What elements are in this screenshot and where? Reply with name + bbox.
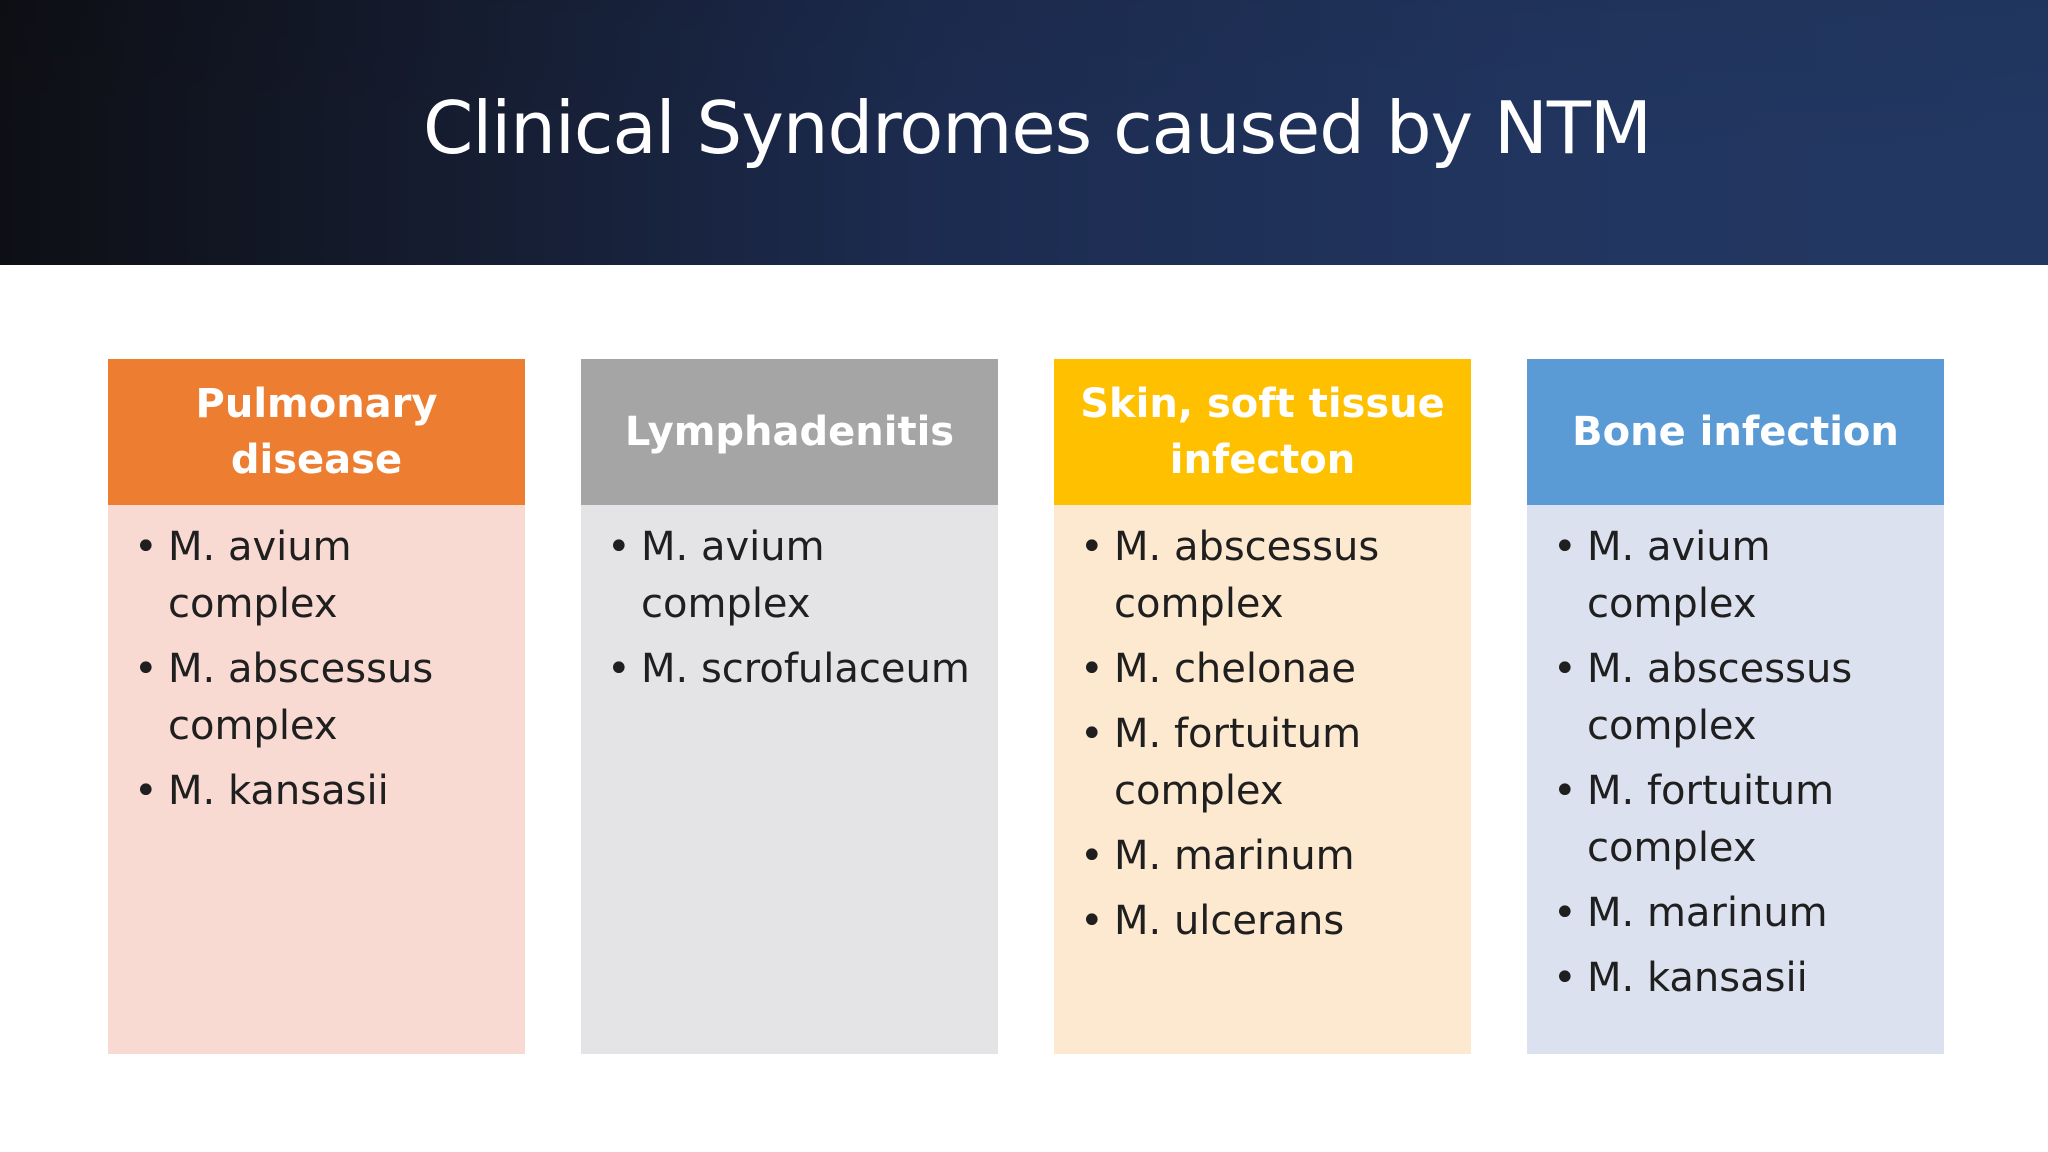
list-item-text: M. kansasii (168, 768, 389, 814)
list-item: •M. fortuitum complex (1078, 706, 1451, 820)
column-lymphadenitis: Lymphadenitis •M. avium complex •M. scro… (581, 359, 998, 1054)
list-item-text: M. abscessus complex (1587, 646, 1853, 749)
bullet-icon: • (1553, 955, 1577, 1001)
list-item-text: M. marinum (1587, 890, 1828, 936)
list-item-text: M. avium complex (168, 524, 352, 627)
bullet-icon: • (607, 524, 631, 570)
list-item-text: M. abscessus complex (1114, 524, 1380, 627)
bullet-icon: • (1080, 524, 1104, 570)
list-item: •M. avium complex (605, 519, 978, 633)
list-item-text: M. abscessus complex (168, 646, 434, 749)
list-item: •M. marinum (1551, 885, 1924, 942)
column-header: Pulmonary disease (108, 359, 525, 505)
list-item: •M. kansasii (1551, 950, 1924, 1007)
list-item: •M. fortuitum complex (1551, 763, 1924, 877)
bullet-list: •M. avium complex •M. scrofulaceum (605, 519, 978, 698)
list-item: •M. marinum (1078, 828, 1451, 885)
list-item: •M. abscessus complex (1551, 641, 1924, 755)
bullet-icon: • (1553, 524, 1577, 570)
column-bone-infection: Bone infection •M. avium complex •M. abs… (1527, 359, 1944, 1054)
column-body: •M. avium complex •M. abscessus complex … (108, 505, 525, 1054)
list-item: •M. chelonae (1078, 641, 1451, 698)
list-item-text: M. fortuitum complex (1114, 711, 1362, 814)
column-body: •M. avium complex •M. scrofulaceum (581, 505, 998, 1054)
column-header: Bone infection (1527, 359, 1944, 505)
bullet-icon: • (607, 646, 631, 692)
bullet-icon: • (1553, 768, 1577, 814)
column-body: •M. abscessus complex •M. chelonae •M. f… (1054, 505, 1471, 1054)
list-item-text: M. avium complex (1587, 524, 1771, 627)
column-body: •M. avium complex •M. abscessus complex … (1527, 505, 1944, 1054)
column-pulmonary: Pulmonary disease •M. avium complex •M. … (108, 359, 525, 1054)
list-item-text: M. scrofulaceum (641, 646, 970, 692)
bullet-icon: • (1553, 646, 1577, 692)
bullet-icon: • (1553, 890, 1577, 936)
list-item-text: M. fortuitum complex (1587, 768, 1835, 871)
list-item: •M. abscessus complex (1078, 519, 1451, 633)
list-item-text: M. avium complex (641, 524, 825, 627)
column-skin-soft-tissue: Skin, soft tissue infecton •M. abscessus… (1054, 359, 1471, 1054)
list-item-text: M. ulcerans (1114, 898, 1345, 944)
list-item-text: M. kansasii (1587, 955, 1808, 1001)
bullet-list: •M. abscessus complex •M. chelonae •M. f… (1078, 519, 1451, 950)
bullet-list: •M. avium complex •M. abscessus complex … (132, 519, 505, 820)
list-item: •M. ulcerans (1078, 893, 1451, 950)
bullet-icon: • (134, 768, 158, 814)
list-item: •M. abscessus complex (132, 641, 505, 755)
title-band (0, 0, 2048, 265)
bullet-list: •M. avium complex •M. abscessus complex … (1551, 519, 1924, 1007)
bullet-icon: • (1080, 711, 1104, 757)
column-header: Lymphadenitis (581, 359, 998, 505)
column-header: Skin, soft tissue infecton (1054, 359, 1471, 505)
list-item-text: M. marinum (1114, 833, 1355, 879)
bullet-icon: • (134, 524, 158, 570)
bullet-icon: • (1080, 646, 1104, 692)
bullet-icon: • (1080, 833, 1104, 879)
list-item: •M. scrofulaceum (605, 641, 978, 698)
bullet-icon: • (1080, 898, 1104, 944)
list-item-text: M. chelonae (1114, 646, 1356, 692)
list-item: •M. kansasii (132, 763, 505, 820)
list-item: •M. avium complex (1551, 519, 1924, 633)
bullet-icon: • (134, 646, 158, 692)
slide-title: Clinical Syndromes caused by NTM (423, 86, 1652, 170)
list-item: •M. avium complex (132, 519, 505, 633)
